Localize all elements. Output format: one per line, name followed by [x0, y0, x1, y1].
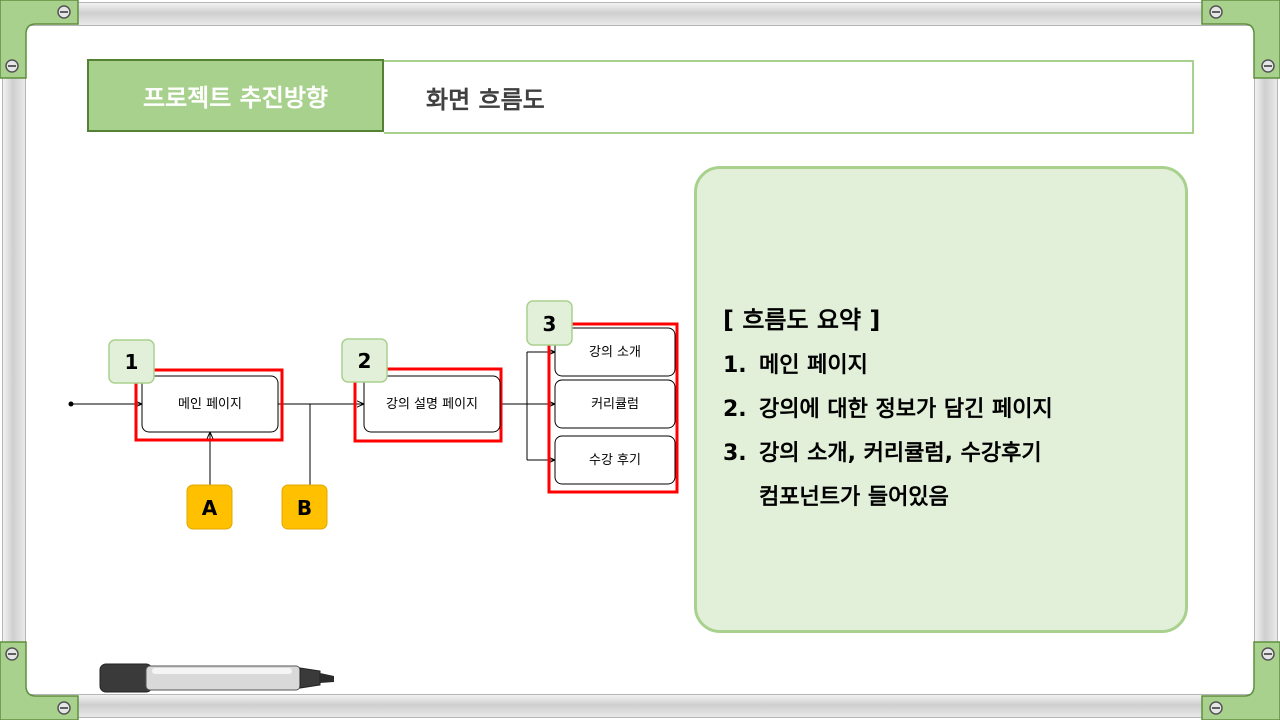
- board-frame-right: [1254, 0, 1278, 720]
- summary-item-text: 메인 페이지: [759, 353, 868, 378]
- summary-item-number: 2.: [723, 397, 747, 422]
- step-badge-2: 2: [341, 338, 388, 383]
- summary-item: 2. 강의에 대한 정보가 담긴 페이지: [723, 388, 1053, 432]
- marker-pen-icon: [98, 660, 338, 700]
- board-corner-bottom-left: [0, 640, 80, 720]
- summary-item-text: 강의에 대한 정보가 담긴 페이지: [759, 397, 1053, 422]
- summary-item: 1. 메인 페이지: [723, 344, 1053, 388]
- node-curriculum-label: 커리큘럼: [591, 397, 639, 412]
- node-curriculum: 커리큘럼: [554, 379, 676, 429]
- board-corner-bottom-right: [1200, 640, 1280, 720]
- summary-title: [ 흐름도 요약 ]: [723, 306, 881, 334]
- board-corner-top-right: [1200, 0, 1280, 80]
- summary-item-number: 1.: [723, 353, 747, 378]
- node-course-detail-page: 강의 설명 페이지: [363, 375, 501, 433]
- board-frame-left: [2, 0, 26, 720]
- node-main-page: 메인 페이지: [141, 375, 279, 433]
- marker-badge-b: B: [281, 484, 328, 530]
- header-title-bar: [384, 60, 1194, 134]
- summary-panel: [694, 166, 1188, 633]
- section-tag: 프로젝트 추진방향: [87, 59, 384, 132]
- step-badge-3: 3: [526, 300, 573, 346]
- svg-text:B: B: [297, 496, 312, 520]
- page-title: 화면 흐름도: [426, 86, 545, 114]
- node-main-page-label: 메인 페이지: [178, 397, 242, 412]
- node-course-intro: 강의 소개: [554, 327, 676, 377]
- highlight-box-main: [134, 368, 284, 442]
- node-course-detail-label: 강의 설명 페이지: [386, 397, 478, 412]
- node-review: 수강 후기: [554, 435, 676, 485]
- highlight-box-components: [547, 322, 679, 494]
- svg-text:A: A: [202, 496, 218, 520]
- board-frame-bottom: [0, 694, 1280, 718]
- node-course-intro-label: 강의 소개: [589, 345, 641, 360]
- step-badge-1: 1: [108, 339, 155, 384]
- board-frame-top: [0, 2, 1280, 26]
- summary-item: 3. 강의 소개, 커리큘럼, 수강후기 컴포넌트가 들어있음: [723, 432, 1053, 520]
- board-corner-top-left: [0, 0, 80, 80]
- node-review-label: 수강 후기: [589, 453, 641, 468]
- summary-list: 1. 메인 페이지 2. 강의에 대한 정보가 담긴 페이지 3. 강의 소개,…: [723, 344, 1053, 520]
- svg-text:2: 2: [358, 349, 372, 373]
- summary-item-text: 강의 소개, 커리큘럼, 수강후기 컴포넌트가 들어있음: [759, 441, 1042, 510]
- svg-text:1: 1: [125, 350, 139, 374]
- highlight-box-detail: [353, 367, 503, 443]
- marker-badge-a: A: [186, 484, 233, 530]
- svg-text:3: 3: [543, 312, 557, 336]
- summary-item-number: 3.: [723, 441, 747, 466]
